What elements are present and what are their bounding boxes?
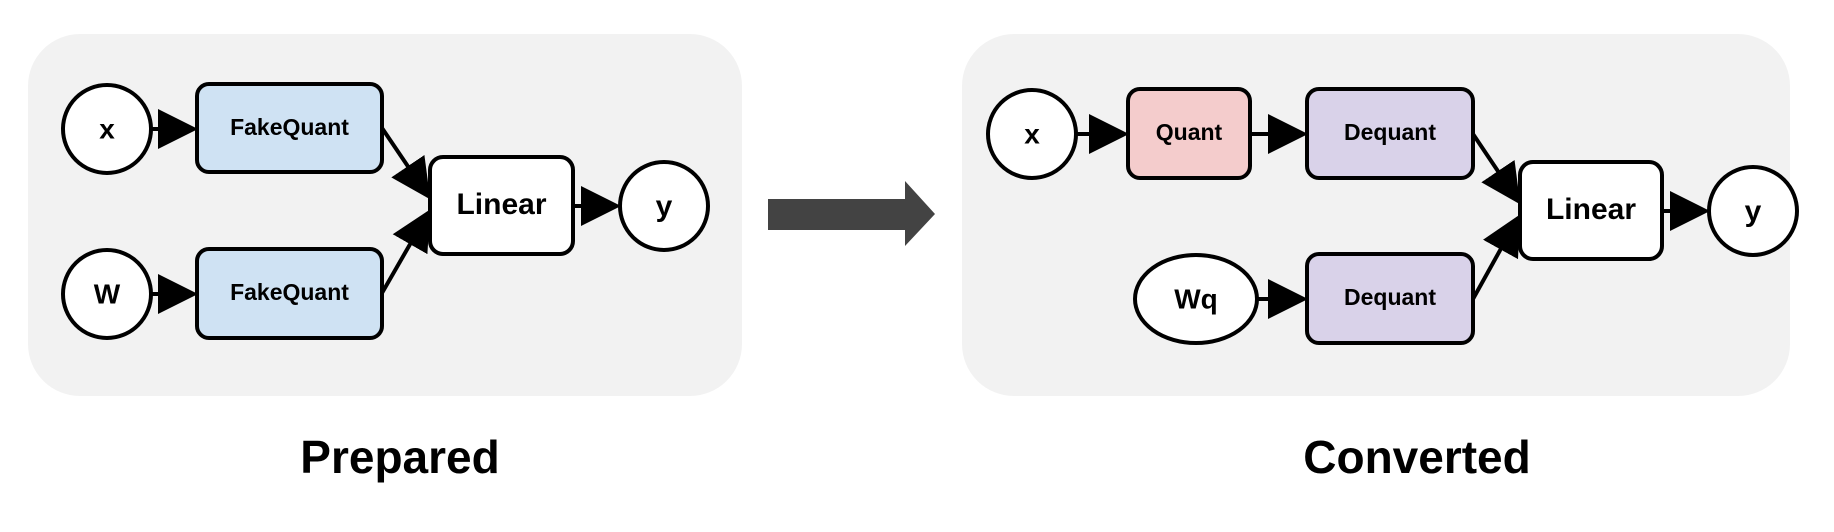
prepared-input-w-node: W xyxy=(61,248,153,340)
prepared-fakequant-top-node: FakeQuant xyxy=(195,82,384,174)
converted-quant-label: Quant xyxy=(1156,119,1223,145)
converted-input-wq-node: Wq xyxy=(1133,253,1259,345)
prepared-caption: Prepared xyxy=(300,431,499,483)
converted-linear-label: Linear xyxy=(1546,193,1636,226)
converted-dequant-bottom-node: Dequant xyxy=(1305,252,1475,345)
converted-caption: Converted xyxy=(1303,431,1530,483)
prepared-fakequant-top-label: FakeQuant xyxy=(230,114,349,140)
converted-dequant-top-label: Dequant xyxy=(1344,119,1436,145)
prepared-linear-node: Linear xyxy=(428,155,575,256)
converted-dequant-bottom-label: Dequant xyxy=(1344,284,1436,310)
prepared-panel: x W FakeQuant FakeQuant Linear y xyxy=(28,34,742,396)
prepared-edge-fakequant-bottom-to-linear xyxy=(380,209,430,294)
transition-arrow xyxy=(768,181,935,246)
converted-input-wq-label: Wq xyxy=(1174,283,1218,314)
converted-edge-dequant-top-to-linear xyxy=(1471,132,1521,205)
converted-output-y-node: y xyxy=(1707,165,1799,257)
prepared-input-w-label: W xyxy=(94,278,121,309)
prepared-fakequant-bottom-node: FakeQuant xyxy=(195,247,384,340)
prepared-input-x-node: x xyxy=(61,83,153,175)
converted-edge-dequant-bottom-to-linear xyxy=(1471,214,1520,300)
converted-input-x-node: x xyxy=(986,88,1078,180)
prepared-fakequant-bottom-label: FakeQuant xyxy=(230,279,349,305)
prepared-output-y-label: y xyxy=(656,190,673,223)
prepared-linear-label: Linear xyxy=(456,188,546,221)
converted-input-x-label: x xyxy=(1024,118,1040,149)
converted-output-y-label: y xyxy=(1745,195,1762,228)
prepared-edge-fakequant-top-to-linear xyxy=(380,126,431,200)
converted-dequant-top-node: Dequant xyxy=(1305,87,1475,180)
prepared-input-x-label: x xyxy=(99,113,115,144)
prepared-output-y-node: y xyxy=(618,160,710,252)
converted-quant-node: Quant xyxy=(1126,87,1252,180)
converted-linear-node: Linear xyxy=(1518,160,1664,261)
converted-panel: x Quant Dequant Wq Dequant Linear y xyxy=(962,34,1799,396)
